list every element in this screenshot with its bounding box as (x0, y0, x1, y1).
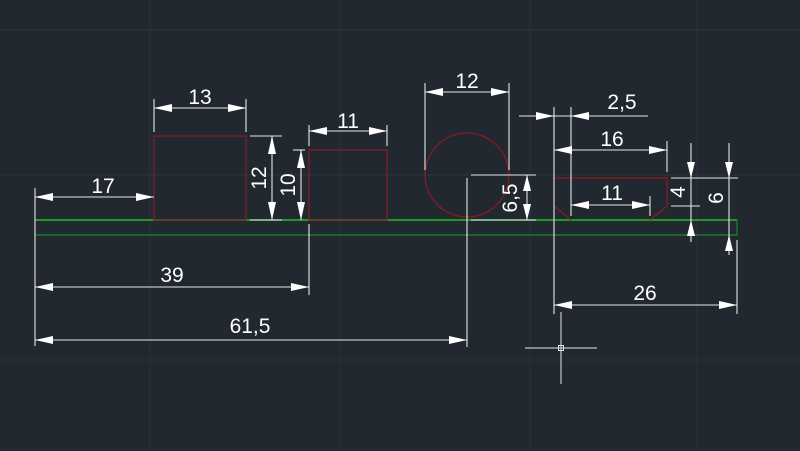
dimension-12-vertical[interactable]: 12 (248, 135, 282, 221)
dim-text-39: 39 (160, 264, 183, 287)
dim-text-10: 10 (277, 173, 300, 196)
dimension-12-circle[interactable]: 12 (424, 70, 510, 170)
dimension-6-5[interactable]: 6,5 (471, 174, 536, 221)
dim-text-12-circle: 12 (455, 70, 478, 93)
dimension-11-top[interactable]: 11 (308, 110, 388, 146)
dim-text-17: 17 (91, 175, 114, 198)
baseline-strip[interactable] (35, 219, 738, 236)
dimension-39[interactable]: 39 (35, 224, 310, 295)
chamfered-block[interactable] (553, 177, 668, 221)
dimension-26[interactable]: 26 (554, 240, 738, 314)
dim-text-2-5: 2,5 (607, 91, 636, 114)
dimension-61-5[interactable]: 61,5 (35, 178, 468, 347)
dimension-11-bottom[interactable]: 11 (571, 182, 651, 216)
rectangle-13x12[interactable] (153, 135, 247, 221)
dim-text-6: 6 (705, 192, 728, 204)
dimension-17[interactable]: 17 (34, 175, 154, 346)
dim-text-13: 13 (188, 86, 211, 109)
rectangle-11x10[interactable] (308, 149, 388, 221)
dimension-13[interactable]: 13 (153, 86, 247, 132)
dim-text-61-5: 61,5 (230, 315, 271, 338)
dim-text-4: 4 (667, 186, 690, 198)
crosshair-cursor-icon (525, 312, 597, 384)
dim-text-16: 16 (600, 128, 623, 151)
dimension-6[interactable]: 6 (700, 143, 738, 255)
dim-text-12-vertical: 12 (248, 166, 271, 189)
dimension-16[interactable]: 16 (554, 128, 668, 172)
dimension-10[interactable]: 10 (277, 149, 305, 220)
dim-text-11-top: 11 (337, 110, 359, 133)
dim-text-11-bottom: 11 (601, 182, 623, 205)
dim-text-6-5: 6,5 (499, 183, 522, 212)
dimension-4[interactable]: 4 (667, 143, 700, 242)
dim-text-26: 26 (633, 282, 656, 305)
dimension-2-5[interactable]: 2,5 (519, 91, 648, 314)
